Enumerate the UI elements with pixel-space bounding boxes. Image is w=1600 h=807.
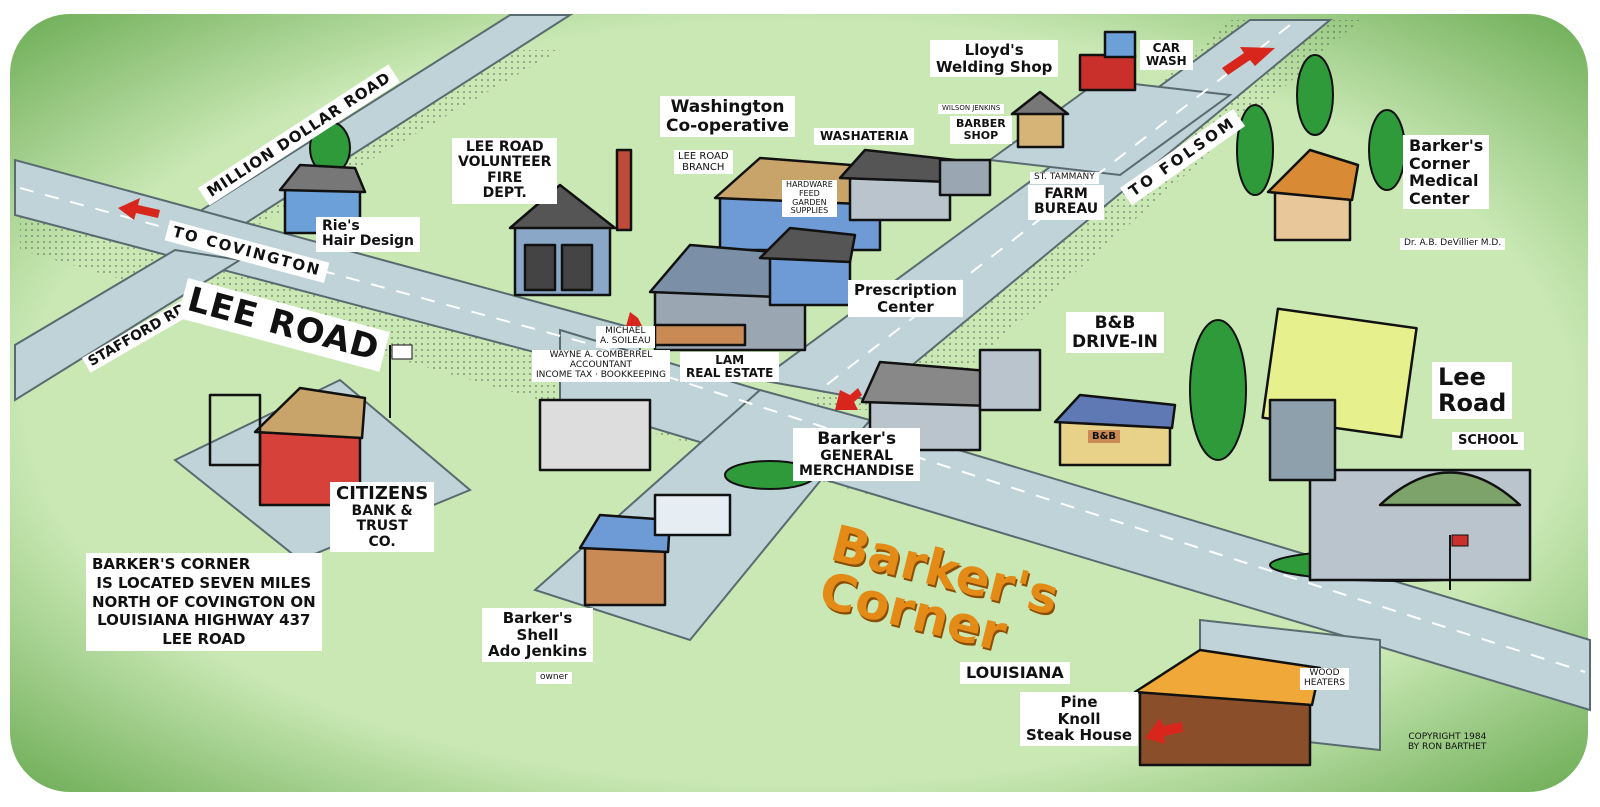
- lee-road-school-sub-label: SCHOOL: [1452, 432, 1525, 451]
- shell-station-building: [578, 493, 732, 607]
- tree: [1296, 54, 1334, 136]
- tree: [1236, 104, 1274, 196]
- medical-center-building: [1266, 148, 1360, 242]
- arrow-general-icon: [835, 388, 862, 410]
- lee-road-school-building: [1268, 398, 1532, 582]
- fire-dept-building: [508, 183, 617, 297]
- buildings: [208, 30, 1532, 767]
- arrow-to-folsom-icon: [1222, 47, 1275, 75]
- arrow-pine-knoll-icon: [1145, 718, 1183, 744]
- prescription-center-building: [758, 226, 857, 307]
- water-tower: [615, 148, 633, 232]
- ries-hair-design-building: [278, 163, 367, 235]
- tree: [1189, 319, 1247, 461]
- lloyds-lot: [987, 78, 1233, 177]
- barber-shop-building: [1010, 90, 1070, 149]
- farm-bureau-top-label: ST. TAMMANY: [1030, 172, 1099, 184]
- washateria-label: WASHATERIA: [814, 128, 915, 146]
- tree: [1368, 109, 1406, 191]
- medical-doctor-label: Dr. A.B. DeVillier M.D.: [1400, 238, 1506, 250]
- us-flag-icon: [1451, 534, 1469, 547]
- us-flag-icon: [391, 344, 413, 360]
- pine-knoll-building: [1133, 648, 1322, 767]
- barber-owner-label: WILSON JENKINS: [938, 104, 1005, 114]
- shell-owner-label: owner: [536, 672, 572, 684]
- arrow-to-covington-icon: [118, 198, 160, 220]
- lloyds-welding-building: [1078, 30, 1137, 92]
- washateria-building: [838, 148, 957, 222]
- general-merchandise-building: [860, 348, 1042, 452]
- flags: [389, 344, 1469, 590]
- construction-site: [538, 398, 652, 472]
- farm-bureau-building: [938, 158, 992, 197]
- bb-sign-label: B&B: [1088, 430, 1120, 443]
- arrow-lam-icon: [625, 312, 642, 330]
- location-note: BARKER'S CORNER IS LOCATED SEVEN MILES N…: [86, 553, 322, 651]
- direction-arrows: [118, 47, 1275, 744]
- louisiana-label: LOUISIANA: [960, 662, 1070, 684]
